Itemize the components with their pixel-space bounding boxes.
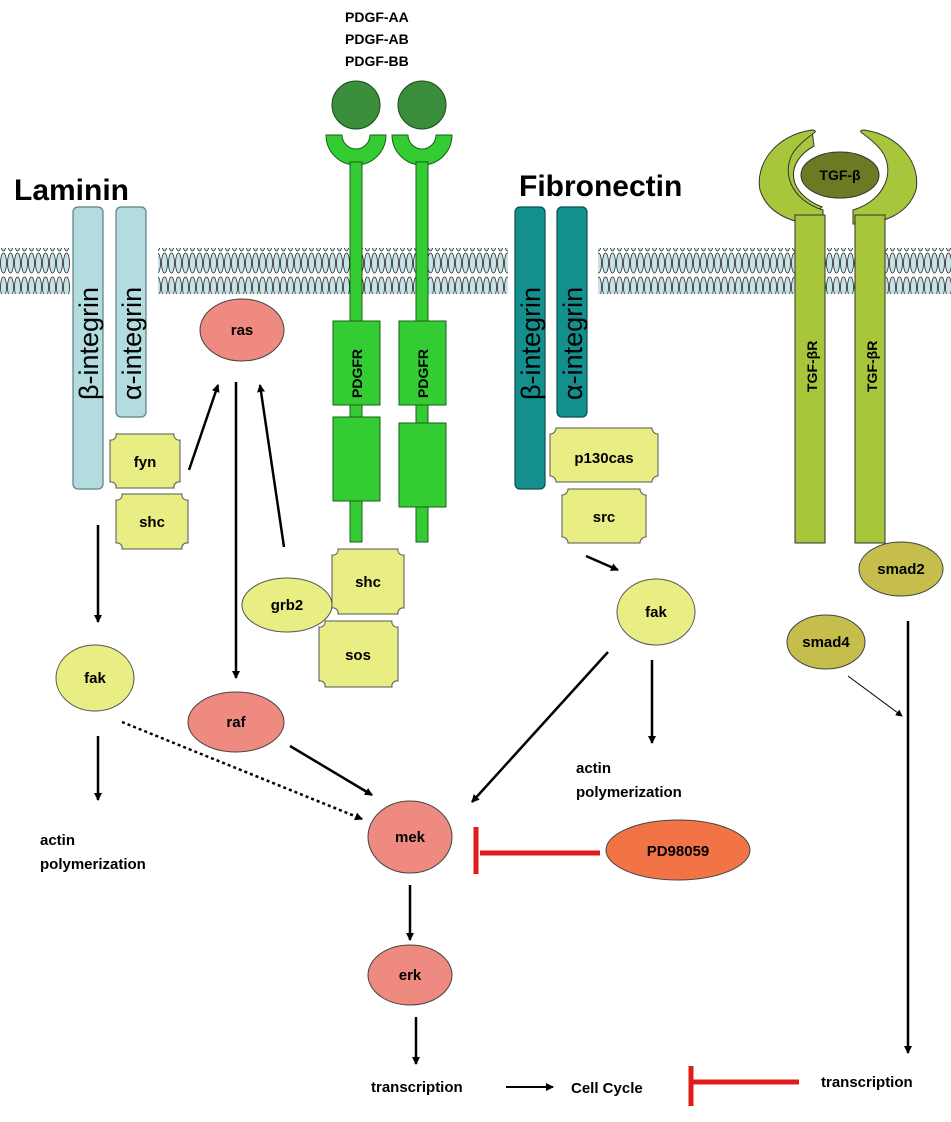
arrow-smad4-thin (847, 675, 903, 717)
node-fak-right: fak (616, 578, 696, 646)
laminin-label: Laminin (14, 174, 129, 207)
tgf-beta-receptor: TGF-βR TGF-βR (758, 129, 918, 544)
svg-text:grb2: grb2 (271, 597, 304, 614)
pdgf-ligand-labels: PDGF-AA PDGF-AB PDGF-BB (345, 9, 409, 69)
outcome-cell-cycle: Cell Cycle (571, 1080, 643, 1097)
outcome-polymerization-left: polymerization (40, 856, 146, 873)
svg-text:shc: shc (355, 574, 381, 591)
node-raf: raf (187, 691, 285, 753)
svg-text:PDGF-BB: PDGF-BB (345, 53, 409, 69)
tgf-beta-ligand (800, 151, 880, 199)
svg-text:raf: raf (226, 714, 246, 731)
svg-text:erk: erk (399, 967, 422, 984)
outcome-actin-right: actin (576, 760, 611, 777)
node-fyn: fyn (109, 433, 181, 489)
svg-text:β-integrin: β-integrin (74, 287, 104, 400)
node-ras: ras (199, 298, 285, 362)
svg-text:PD98059: PD98059 (647, 843, 710, 860)
svg-text:PDGFR: PDGFR (415, 349, 431, 398)
svg-text:TGF-βR: TGF-βR (804, 341, 820, 392)
node-pd98059-inhibitor: PD98059 (605, 819, 751, 881)
svg-text:shc: shc (139, 514, 165, 531)
node-sos: sos (318, 620, 399, 688)
fibronectin-label: Fibronectin (519, 170, 682, 203)
svg-text:ras: ras (231, 322, 254, 339)
outcome-transcription-right: transcription (821, 1074, 913, 1091)
svg-text:fak: fak (84, 670, 106, 687)
svg-text:PDGF-AA: PDGF-AA (345, 9, 409, 25)
pdgf-ligand-1 (331, 80, 381, 130)
pdgf-ligand-2 (397, 80, 447, 130)
node-p130cas: p130cas (549, 427, 659, 483)
node-src: src (561, 488, 647, 544)
outcome-actin-left: actin (40, 832, 75, 849)
node-mek: mek (367, 800, 453, 874)
svg-text:smad2: smad2 (877, 561, 925, 578)
arrow-fak-to-mek (471, 651, 609, 803)
pathway-arrows (94, 382, 912, 1091)
svg-text:smad4: smad4 (802, 634, 850, 651)
arrow-grb2-to-ras (257, 384, 286, 548)
laminin-alpha-integrin: α-integrin (115, 206, 147, 418)
arrow-src-to-fak (585, 554, 619, 572)
cell-membrane (0, 248, 951, 294)
inhibition-transcription-to-cell-cycle (688, 1066, 799, 1106)
node-fak-left: fak (55, 644, 135, 712)
fibronectin-alpha-integrin: α-integrin (556, 206, 588, 418)
svg-text:TGF-βR: TGF-βR (864, 341, 880, 392)
svg-text:fyn: fyn (134, 454, 157, 471)
svg-text:sos: sos (345, 647, 371, 664)
node-smad4: smad4 (786, 614, 866, 670)
node-erk: erk (367, 944, 453, 1006)
svg-text:PDGFR: PDGFR (349, 349, 365, 398)
svg-text:α-integrin: α-integrin (558, 287, 588, 400)
inhibition-pd98059-to-mek (473, 827, 600, 874)
svg-text:mek: mek (395, 829, 426, 846)
svg-text:TGF-β: TGF-β (819, 167, 861, 183)
node-shc-pdgf: shc (331, 548, 405, 615)
svg-text:fak: fak (645, 604, 667, 621)
pdgfr-2: PDGFR (391, 134, 453, 543)
arrow-fak-to-mek-dotted (121, 720, 363, 821)
svg-text:α-integrin: α-integrin (117, 287, 147, 400)
node-smad2: smad2 (858, 541, 944, 597)
svg-text:β-integrin: β-integrin (516, 287, 546, 400)
laminin-beta-integrin: β-integrin (72, 206, 104, 490)
outcome-transcription-left: transcription (371, 1079, 463, 1096)
node-shc-left: shc (115, 493, 189, 550)
outcome-polymerization-right: polymerization (576, 784, 682, 801)
svg-text:PDGF-AB: PDGF-AB (345, 31, 409, 47)
pdgfr-1: PDGFR (325, 134, 387, 543)
svg-text:p130cas: p130cas (574, 450, 633, 467)
fibronectin-beta-integrin: β-integrin (514, 206, 546, 490)
svg-text:src: src (593, 509, 616, 526)
arrow-fyn-to-ras (187, 384, 220, 471)
node-grb2: grb2 (241, 577, 333, 633)
arrow-raf-to-mek (289, 744, 373, 797)
